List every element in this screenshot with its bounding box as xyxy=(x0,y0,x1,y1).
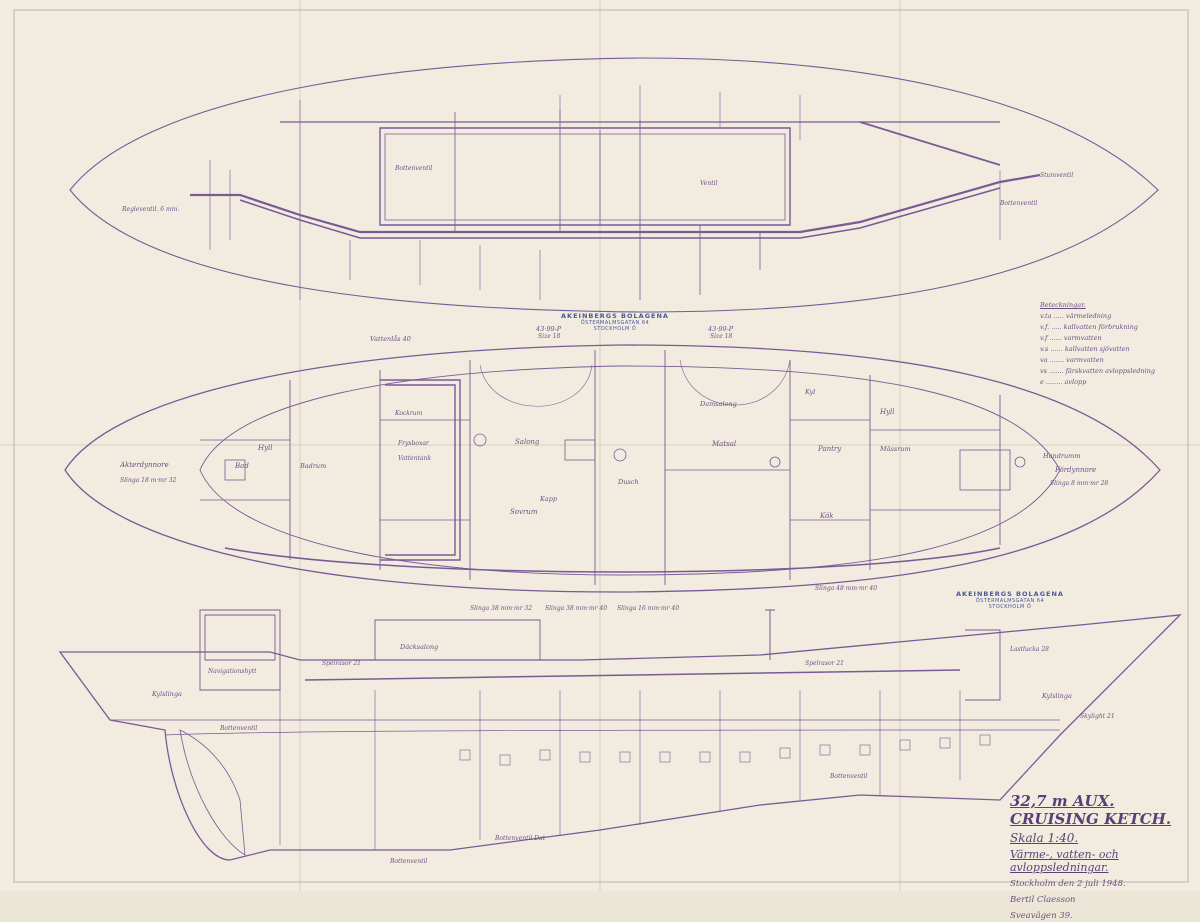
label-salong: Salong xyxy=(515,438,540,446)
legend-row: va ....... varmvatten xyxy=(1040,356,1104,364)
label-pantry: Pantry xyxy=(818,445,842,453)
label-fordynnore: Fördynnore xyxy=(1055,466,1097,474)
drawing-place-date: Stockholm den 2 juli 1948. xyxy=(1010,879,1126,889)
label-kyl: Kyl xyxy=(805,388,816,396)
label-speldoser-1: Spelrasor 21 xyxy=(322,660,361,667)
label-slinga-1: Slinga 38 mm·mr 32 xyxy=(470,605,533,612)
label-handrumm: Handrumm xyxy=(1043,452,1081,460)
tank-outline xyxy=(379,127,791,226)
label-vattentank: Vattentank xyxy=(398,455,432,462)
label-massrum: Mässrum xyxy=(880,445,911,453)
label-badrum: Badrum xyxy=(300,462,327,470)
stamp-city-2: STOCKHOLM Ö xyxy=(988,604,1032,610)
label-slinga-2: Slinga 38 mm·mr 40 xyxy=(545,605,608,612)
label-deck-bottenventil: Bottenventil xyxy=(395,165,433,172)
label-slinga-3: Slinga 16 mm·mr 40 xyxy=(617,605,680,612)
label-vattenlas: Vattenlås 40 xyxy=(370,335,411,343)
label-sec-bottenventil-4: Bottenventil xyxy=(830,773,868,780)
label-lastlucka: Lastlucka 28 xyxy=(1010,646,1049,653)
label-akter-slinga: Slinga 18 m·mr 32 xyxy=(120,477,177,484)
accommodation-plan xyxy=(64,344,1161,593)
legend-row: v.ta ..... värmeledning xyxy=(1040,312,1112,320)
label-deck-bottenventil-r: Bottenventil xyxy=(1000,200,1038,207)
label-mid-size18b: Size 18 xyxy=(710,333,733,340)
stamp-city: STOCKHOLM Ö xyxy=(593,326,637,332)
legend-title: Beteckningar. xyxy=(1040,301,1086,309)
label-kapp: Kapp xyxy=(540,495,558,503)
label-skylight: Skylight 21 xyxy=(1080,713,1115,720)
company-stamp-top: AKEINBERGS BOLAGENA ÖSTERMALMSGATAN 64 S… xyxy=(545,312,685,332)
profile-section xyxy=(58,609,1182,861)
legend-row: vs ....... färskvatten avloppsledning xyxy=(1040,367,1156,375)
company-stamp-bottom: AKEINBERGS BOLAGENA ÖSTERMALMSGATAN 64 S… xyxy=(940,590,1080,610)
ketch-plan-drawing xyxy=(0,0,1200,891)
label-for-slinga: Slinga 8 mm·mr 28 xyxy=(1050,480,1109,487)
legend-row: v.f. ..... kallvatten förbrukning xyxy=(1040,323,1138,331)
deck-hull-outline xyxy=(69,57,1159,313)
drawing-scale: Skala 1:40. xyxy=(1010,831,1079,845)
label-slinga-4: Slinga 48 mm·mr 40 xyxy=(815,585,878,592)
label-dacksalong: Däcksalong xyxy=(400,643,439,651)
label-kylslinga: Kylslinga xyxy=(152,690,182,698)
legend: Beteckningar. v.ta ..... värmeledning v.… xyxy=(1040,300,1185,388)
label-deck-stumventil: Stumventil xyxy=(1040,172,1074,179)
label-sec-bottenventil-dat: Bottenventil Dat xyxy=(495,835,546,842)
label-dusch: Dusch xyxy=(618,478,639,486)
sheet-border xyxy=(13,9,1189,883)
profile-hull-outline xyxy=(58,614,1182,861)
legend-row: v.s ...... kallvatten sjövatten xyxy=(1040,345,1130,353)
title-block: 32,7 m AUX. CRUISING KETCH. Skala 1:40. … xyxy=(1010,792,1190,922)
label-hyll-left: Hyll xyxy=(258,444,273,452)
deck-piping-plan xyxy=(69,57,1159,313)
label-regleventil: Regleventil. 6 mm. xyxy=(122,206,180,213)
main-pipe-run xyxy=(190,173,1041,234)
label-frysboxar: Frysboxar xyxy=(398,440,429,447)
label-damsalong: Damsalong xyxy=(700,400,737,408)
label-mid-4399b: 43·99-P xyxy=(708,325,734,333)
label-navigationshytt: Navigationshytt xyxy=(208,668,257,675)
cabin-hull-outline xyxy=(64,344,1161,593)
label-deck-ventil: Ventil xyxy=(700,180,718,187)
engine-room-piping xyxy=(380,379,461,561)
label-kockrum: Kockrum xyxy=(395,410,423,417)
legend-row: v.f ...... varmvatten xyxy=(1040,334,1102,342)
label-sec-bottenventil: Bottenventil xyxy=(220,725,258,732)
stamp-company-2: AKEINBERGS BOLAGENA xyxy=(956,590,1064,598)
drawing-title: 32,7 m AUX. CRUISING KETCH. xyxy=(1010,792,1172,828)
stamp-company: AKEINBERGS BOLAGENA xyxy=(561,312,669,320)
label-mid-size18: Size 18 xyxy=(538,333,561,340)
label-sovrum: Sovrum xyxy=(510,508,538,516)
stamp-street: ÖSTERMALMSGATAN 64 xyxy=(580,320,650,326)
label-bad: Bad xyxy=(235,462,249,470)
label-mid-4399: 43·99-P xyxy=(536,325,562,333)
drawing-subtitle: Värme-, vatten- och avloppsledningar. xyxy=(1010,848,1119,874)
label-speldoser-2: Spelrasor 21 xyxy=(805,660,844,667)
label-kylslinga-2: Kylslinga xyxy=(1042,692,1072,700)
label-hyll-right: Hyll xyxy=(880,408,895,416)
label-akterdynnore: Akterdynnore xyxy=(120,461,169,469)
label-kok: Kök xyxy=(820,512,834,520)
drawing-author: Bertil Claesson xyxy=(1010,895,1076,905)
legend-row: e ........ avlopp xyxy=(1040,378,1087,386)
stamp-street-2: ÖSTERMALMSGATAN 64 xyxy=(975,598,1045,604)
label-sec-bottenventil-3: Bottenventil xyxy=(390,858,428,865)
drawing-address: Sveavägen 39. xyxy=(1010,911,1073,921)
label-matsal: Matsal xyxy=(712,440,737,448)
